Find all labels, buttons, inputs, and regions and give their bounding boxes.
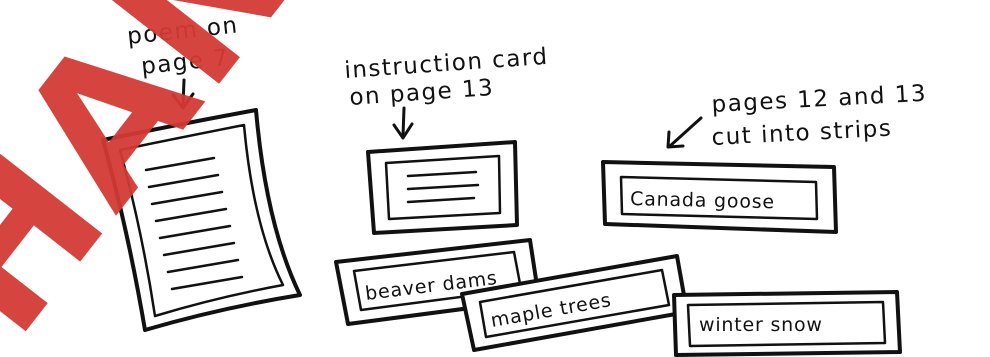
instruction-card [368,142,517,233]
instruction-arrow-icon [394,108,412,138]
strip-label-winter-snow: winter snow [699,314,823,336]
strip-winter-snow: winter snow [674,292,900,355]
pages-label-line1: pages 12 and 13 [711,81,928,118]
strip-canada-goose: Canada goose [603,162,836,232]
strips-arrow-icon [668,118,701,147]
strip-label-canada-goose: Canada goose [630,188,775,213]
pages-label-line2: cut into strips [711,116,893,151]
